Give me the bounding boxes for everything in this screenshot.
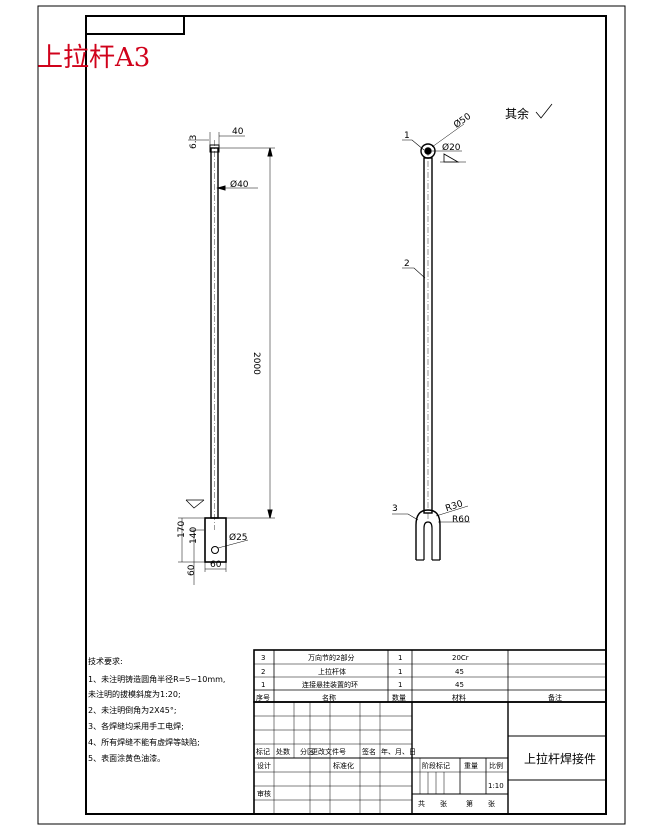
sheets-total-label: 共 [418, 799, 425, 808]
rev-header: 标记 [256, 747, 270, 756]
dim-top-40: 40 [232, 127, 244, 137]
requirement-line: 2、未注明倒角为2X45°; [88, 705, 177, 715]
standardize-label: 标准化 [333, 761, 354, 770]
dim-dia20: Ø20 [442, 142, 461, 153]
sheets-unit-label: 张 [440, 799, 447, 808]
requirement-line: 3、各焊缝均采用手工电焊; [88, 721, 184, 731]
review-label: 审核 [257, 789, 271, 798]
outer-frame [37, 5, 626, 825]
title-block [253, 701, 607, 815]
code-box [85, 15, 185, 35]
leader-3: 3 [392, 504, 398, 514]
rev-header: 分区 [300, 747, 314, 756]
rev-header: 签名 [362, 747, 376, 756]
clevis-block [204, 517, 227, 563]
drawing-name: 上拉杆焊接件 [524, 751, 596, 766]
right-view [392, 103, 553, 561]
leader-1: 1 [404, 131, 410, 141]
title-block-text: 上拉杆焊接件 标记 处数 分区 更改文件号 签名 年、月、日 设计 标准化 审核… [256, 747, 596, 808]
parts-row-material: 20Cr [452, 654, 469, 662]
dim-170: 170 [177, 521, 187, 538]
requirements-heading: 技术要求: [88, 656, 123, 666]
dim-140: 140 [189, 527, 199, 544]
tech-requirements: 技术要求: 1、未注明铸造圆角半径R=5~10mm, 未注明的拔模斜度为1:20… [88, 656, 225, 763]
dim-60-left: 60 [187, 564, 197, 576]
requirement-line: 4、所有焊缝不能有虚焊等缺陷; [88, 737, 200, 747]
parts-row-material: 45 [455, 681, 464, 689]
parts-row-qty: 1 [398, 681, 402, 689]
parts-header-name: 名称 [322, 693, 336, 702]
left-view [178, 132, 275, 585]
dim-dia40: Ø40 [230, 179, 249, 190]
scale-label: 比例 [489, 761, 503, 770]
requirement-line: 5、表面涂黄色油漆。 [88, 753, 165, 763]
parts-row-name: 上拉杆体 [318, 667, 346, 676]
parts-row-name: 连接悬挂装置的环 [302, 680, 358, 689]
scale-value: 1:10 [488, 782, 504, 790]
sheet-title: 上拉杆A3 [37, 43, 150, 73]
dim-dia25: Ø25 [229, 532, 248, 543]
parts-row-no: 3 [261, 654, 265, 662]
dim-r60: R60 [452, 515, 470, 525]
design-label: 设计 [257, 761, 271, 770]
rev-header: 处数 [276, 747, 290, 756]
parts-row-material: 45 [455, 668, 464, 676]
parts-row-qty: 1 [398, 668, 402, 676]
rev-header: 年、月、日 [381, 747, 416, 756]
sheet-unit-label: 张 [488, 799, 495, 808]
weight-label: 重量 [464, 762, 478, 770]
clevis-hole [211, 546, 219, 554]
dim-top-63: 6.3 [189, 135, 199, 149]
parts-header-material: 材料 [452, 693, 466, 702]
parts-header-note: 备注 [548, 693, 562, 702]
parts-row-name: 万向节的2部分 [308, 653, 354, 662]
parts-header-qty: 数量 [392, 693, 406, 702]
dim-length-2000: 2000 [251, 352, 261, 375]
dim-dia50: Ø50 [452, 111, 474, 131]
requirement-line: 未注明的拔模斜度为1:20; [88, 689, 181, 699]
requirement-line: 1、未注明铸造圆角半径R=5~10mm, [88, 674, 225, 684]
rest-note: 其余 [505, 106, 529, 121]
parts-header-no: 序号 [256, 693, 270, 702]
dim-r30: R30 [444, 499, 464, 514]
parts-row-no: 1 [261, 681, 265, 689]
dim-60-bottom: 60 [210, 560, 222, 570]
rev-header: 更改文件号 [311, 747, 346, 756]
stage-mark-label: 阶段标记 [422, 761, 450, 770]
parts-row-qty: 1 [398, 654, 402, 662]
rod-top-cap [209, 144, 220, 153]
sheet-no-label: 第 [466, 799, 473, 808]
parts-list-text: 3 万向节的2部分 1 20Cr 2 上拉杆体 1 45 1 连接悬挂装置的环 … [256, 653, 562, 702]
leader-2: 2 [404, 259, 410, 269]
parts-row-no: 2 [261, 668, 265, 676]
